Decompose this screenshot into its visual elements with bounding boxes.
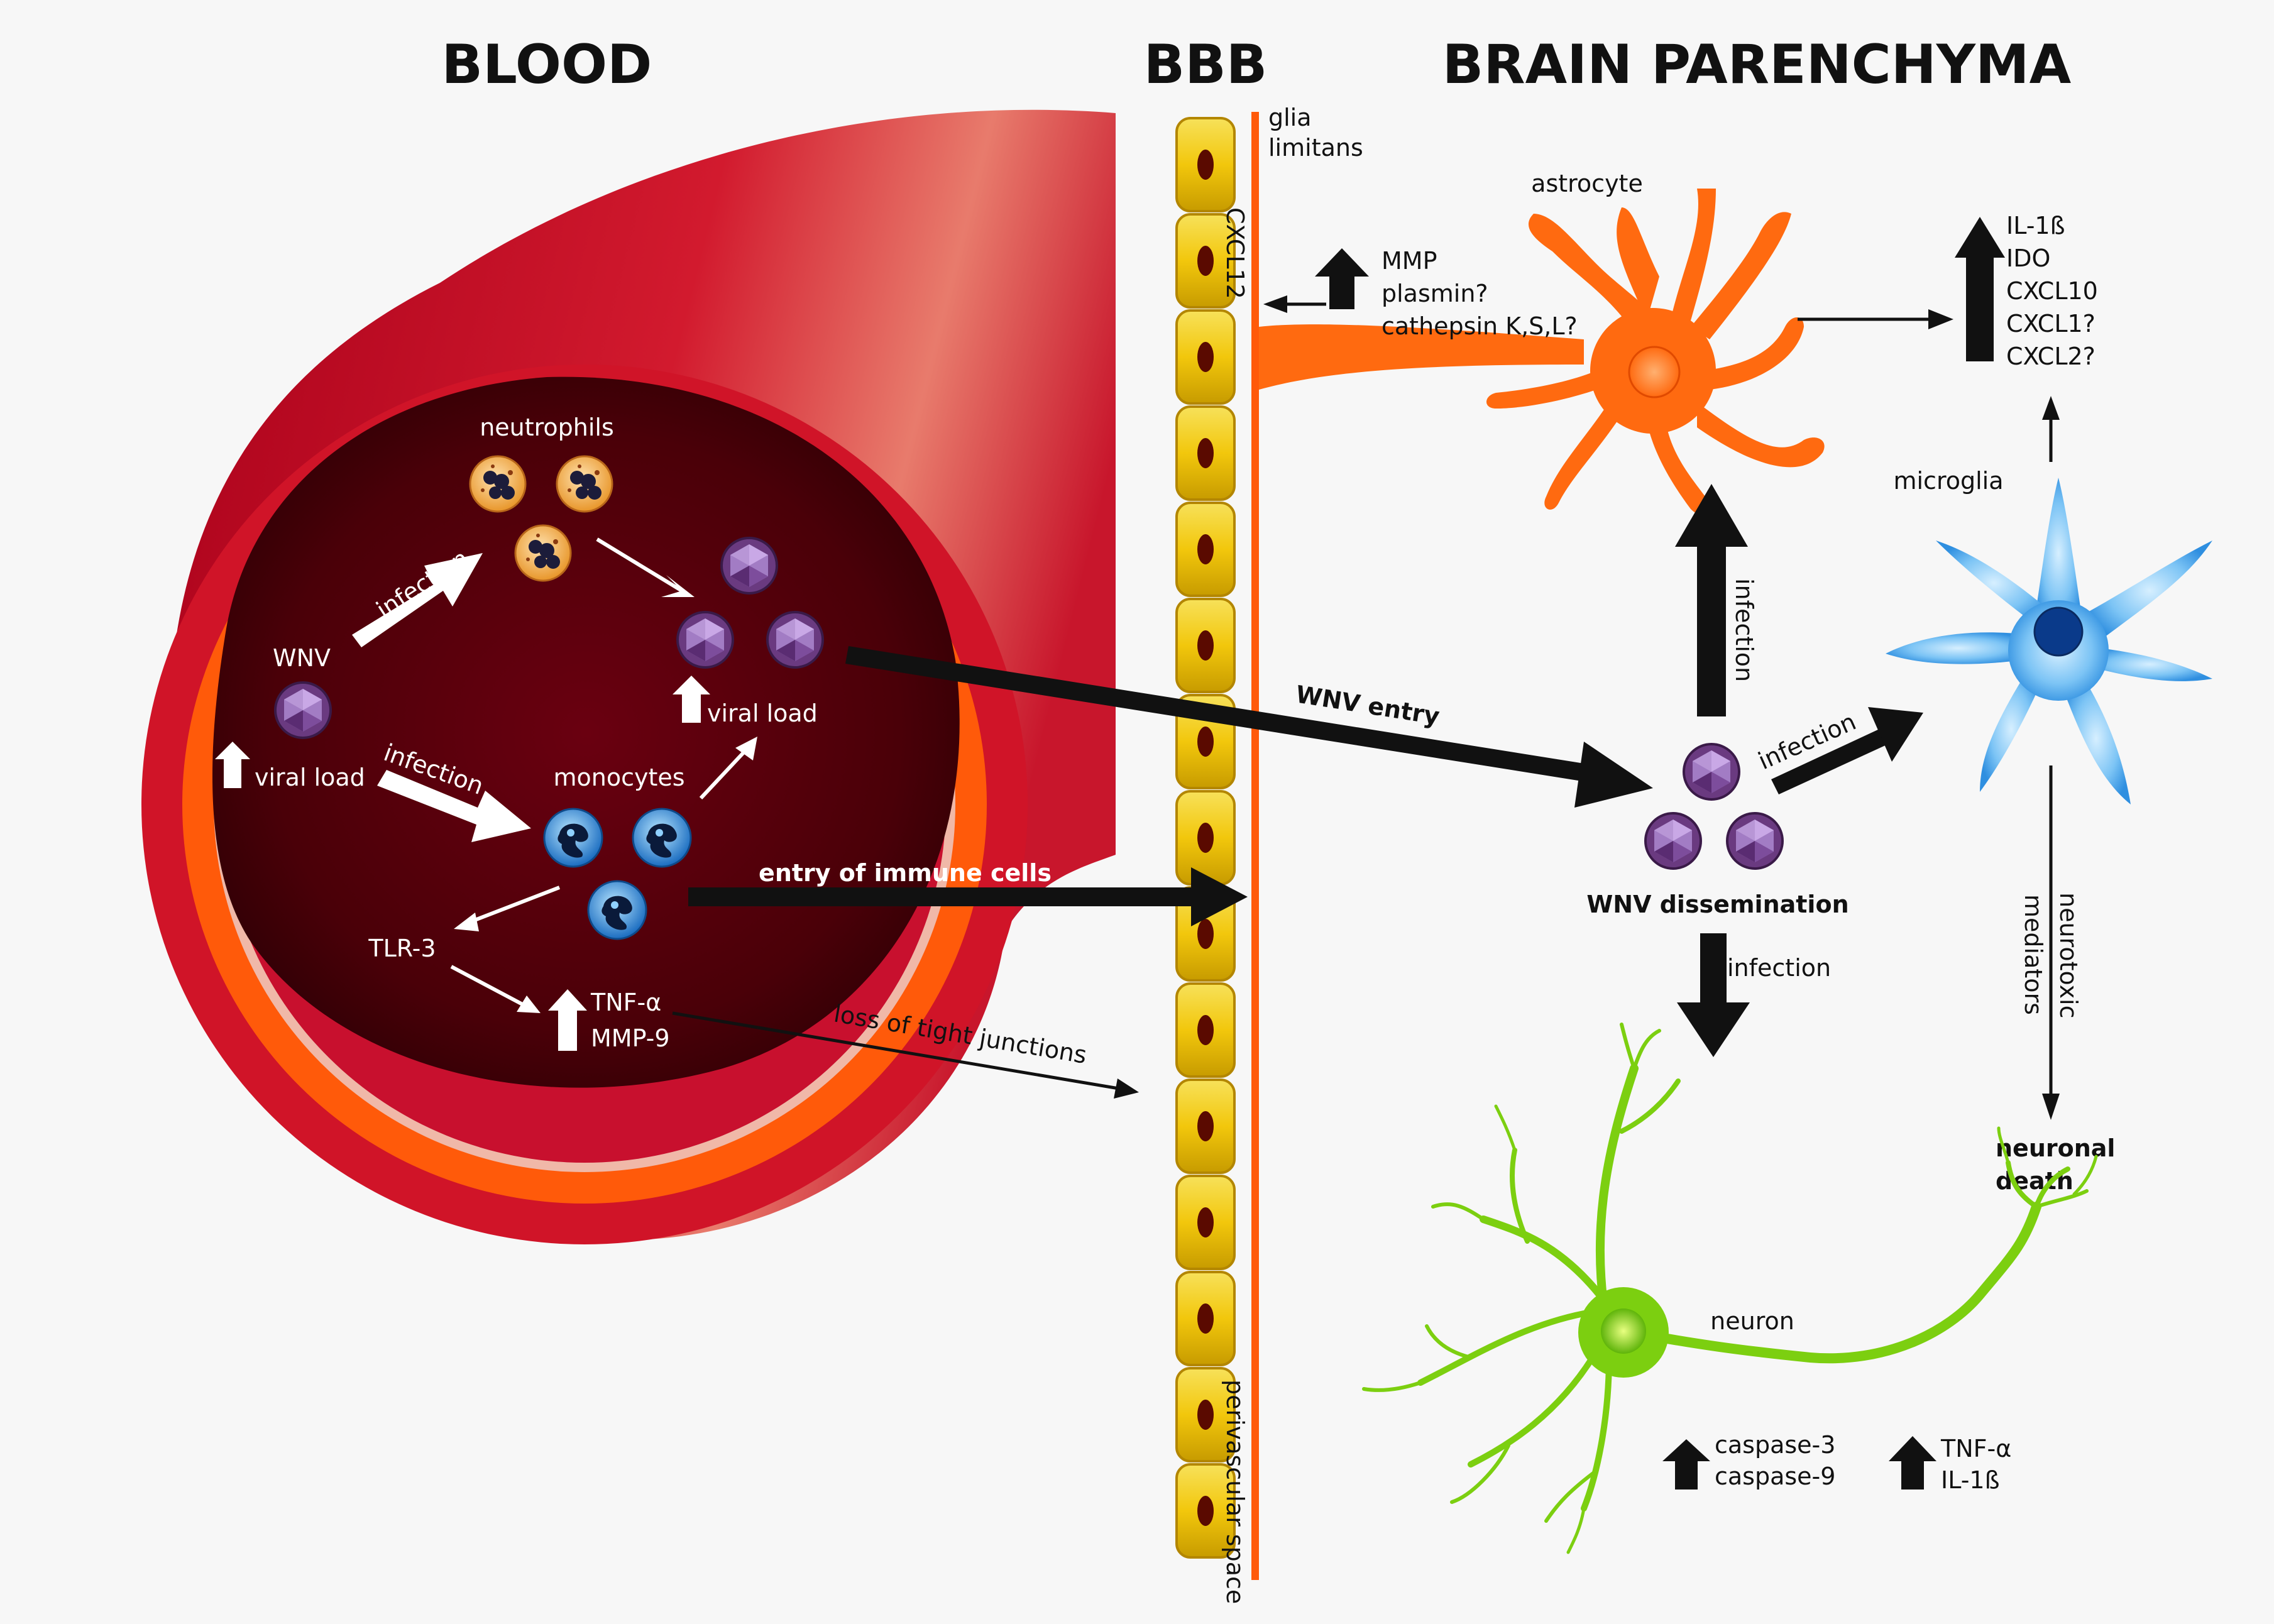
neuron-il1b-label: IL-1ß (1941, 1466, 2000, 1494)
virus-particle (720, 537, 778, 595)
cytokine-cxcl1: CXCL1? (2006, 310, 2095, 337)
virus-particle (676, 611, 734, 669)
endothelial-cell (1175, 982, 1236, 1078)
caspase-9-label: caspase-9 (1715, 1462, 1835, 1490)
neutrophils-label: neutrophils (480, 414, 614, 441)
astro-factor-cathepsin: cathepsin K,S,L? (1381, 312, 1578, 340)
arrowhead (2042, 1094, 2060, 1120)
astro-factor-plasmin: plasmin? (1381, 280, 1488, 307)
virus-particle-brain (1683, 743, 1740, 801)
up-arrow-viral-load-upper (673, 676, 710, 723)
infection-arrow-to-astrocyte (1675, 484, 1748, 716)
virus-particle-brain (1644, 812, 1702, 870)
arrowhead (735, 737, 757, 760)
caspase-3-label: caspase-3 (1715, 1431, 1835, 1459)
arrow-loss-tight-junctions (672, 1011, 1119, 1090)
cytokine-cxcl10: CXCL10 (2006, 277, 2098, 305)
arrowhead (454, 913, 479, 931)
entry-immune-cells-label: entry of immune cells (759, 859, 1052, 887)
glia-limitans-label-line1: glia (1268, 104, 1312, 131)
astrocyte-label: astrocyte (1531, 170, 1643, 197)
endothelial-cell (1175, 598, 1236, 693)
neutrophil-cell (514, 524, 572, 582)
up-arrow-caspases (1662, 1439, 1710, 1490)
astro-factor-mmp: MMP (1381, 247, 1437, 275)
arrow-wnv-entry (845, 646, 1596, 783)
virus-particle (766, 611, 824, 669)
monocyte-cell (543, 808, 603, 868)
mmp9-label: MMP-9 (591, 1024, 670, 1052)
endothelial-cell (1175, 1078, 1236, 1174)
wnv-label: WNV (273, 644, 331, 672)
tnf-alpha-label: TNF-α (590, 989, 661, 1016)
mediators-label: mediators (2019, 894, 2047, 1015)
endothelial-cell (1175, 502, 1236, 597)
monocytes-label: monocytes (553, 764, 684, 791)
up-arrow-viral-load-lower (215, 742, 250, 788)
up-arrow-cytokines (1955, 217, 2005, 361)
arrowhead (1868, 707, 1923, 762)
cytokine-ido: IDO (2006, 244, 2050, 272)
microglia-label: microglia (1893, 467, 2003, 495)
infection-arrow-monocytes (377, 770, 531, 842)
cytokine-il1b: IL-1ß (2006, 212, 2065, 239)
infection-arrow-neutrophils (352, 553, 483, 647)
cxcl12-label: CXCL12 (1221, 207, 1249, 299)
arrowhead (2042, 396, 2060, 420)
up-arrow-neuron-cytokines (1889, 1436, 1936, 1490)
arrow-entry-immune-cells (688, 887, 1191, 906)
arrow-neutrophil-to-virus (596, 537, 683, 593)
header-bbb: BBB (1144, 33, 1268, 96)
header-blood: BLOOD (442, 33, 652, 96)
glia-limitans-line (1251, 112, 1259, 1580)
monocyte-cell (632, 808, 692, 868)
infection-label-astrocyte: infection (1730, 578, 1758, 682)
neuron-tnf-label: TNF-α (1940, 1435, 2011, 1462)
microglia-cell (1886, 478, 2212, 804)
perivascular-space-label: perivascular space (1221, 1380, 1249, 1604)
cytokine-cxcl2: CXCL2? (2006, 343, 2095, 370)
endothelial-layer (1175, 117, 1236, 1559)
monocyte-cell (587, 880, 647, 940)
arrowhead (1574, 742, 1653, 808)
viral-load-label-lower: viral load (255, 764, 365, 791)
arrowhead (1928, 309, 1953, 329)
header-brain-parenchyma: BRAIN PARENCHYMA (1442, 33, 2072, 96)
glia-limitans-label-line2: limitans (1268, 134, 1363, 162)
virus-particle-brain (1726, 812, 1784, 870)
endothelial-cell (1175, 405, 1236, 501)
up-arrow-astro-factors (1315, 248, 1369, 309)
astrocyte-cell (1259, 189, 1825, 516)
neutrophil-cell (469, 455, 527, 513)
endothelial-cell (1175, 1271, 1236, 1366)
infection-label-neuron: infection (1727, 954, 1831, 982)
endothelial-cell (1175, 790, 1236, 886)
arrowhead (1263, 295, 1287, 313)
endothelial-cell (1175, 1175, 1236, 1270)
arrow-tlr3-to-tnf (450, 965, 526, 1007)
arrowhead (517, 996, 541, 1013)
infection-arrow-to-neuron (1677, 933, 1750, 1057)
endothelial-cell (1175, 117, 1236, 212)
arrow-monocyte-to-tlr3 (467, 886, 561, 924)
infection-arrow-to-microglia (1771, 729, 1888, 794)
up-arrow-tnf (548, 989, 587, 1051)
wnv-dissemination-label: WNV dissemination (1586, 891, 1848, 918)
neutrophil-cell (556, 455, 613, 513)
neurotoxic-label: neurotoxic (2055, 892, 2082, 1019)
viral-load-label-upper: viral load (707, 700, 818, 727)
arrowhead (1191, 867, 1248, 926)
wnv-virus (274, 681, 332, 739)
neuron-label: neuron (1710, 1307, 1794, 1335)
arrowhead (661, 575, 695, 597)
neuron-cell (1362, 1023, 2098, 1554)
endothelial-cell (1175, 309, 1236, 405)
arrowhead (1114, 1078, 1139, 1099)
arrow-monocyte-to-viral-load (699, 746, 750, 800)
tlr3-label: TLR-3 (368, 935, 436, 962)
neuron-nucleus (1601, 1309, 1646, 1354)
